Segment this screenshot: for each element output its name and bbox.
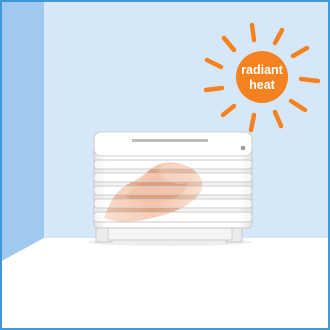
heater [88,132,252,246]
floor [0,238,330,330]
side-wall [0,0,44,262]
sun-label-line1: radiant [241,63,284,77]
heater-indicator-icon [241,146,246,151]
heater-fins [94,160,252,222]
sun-label-line2: heat [249,78,276,92]
heater-top [94,132,252,156]
heater-top-vent [132,139,208,142]
